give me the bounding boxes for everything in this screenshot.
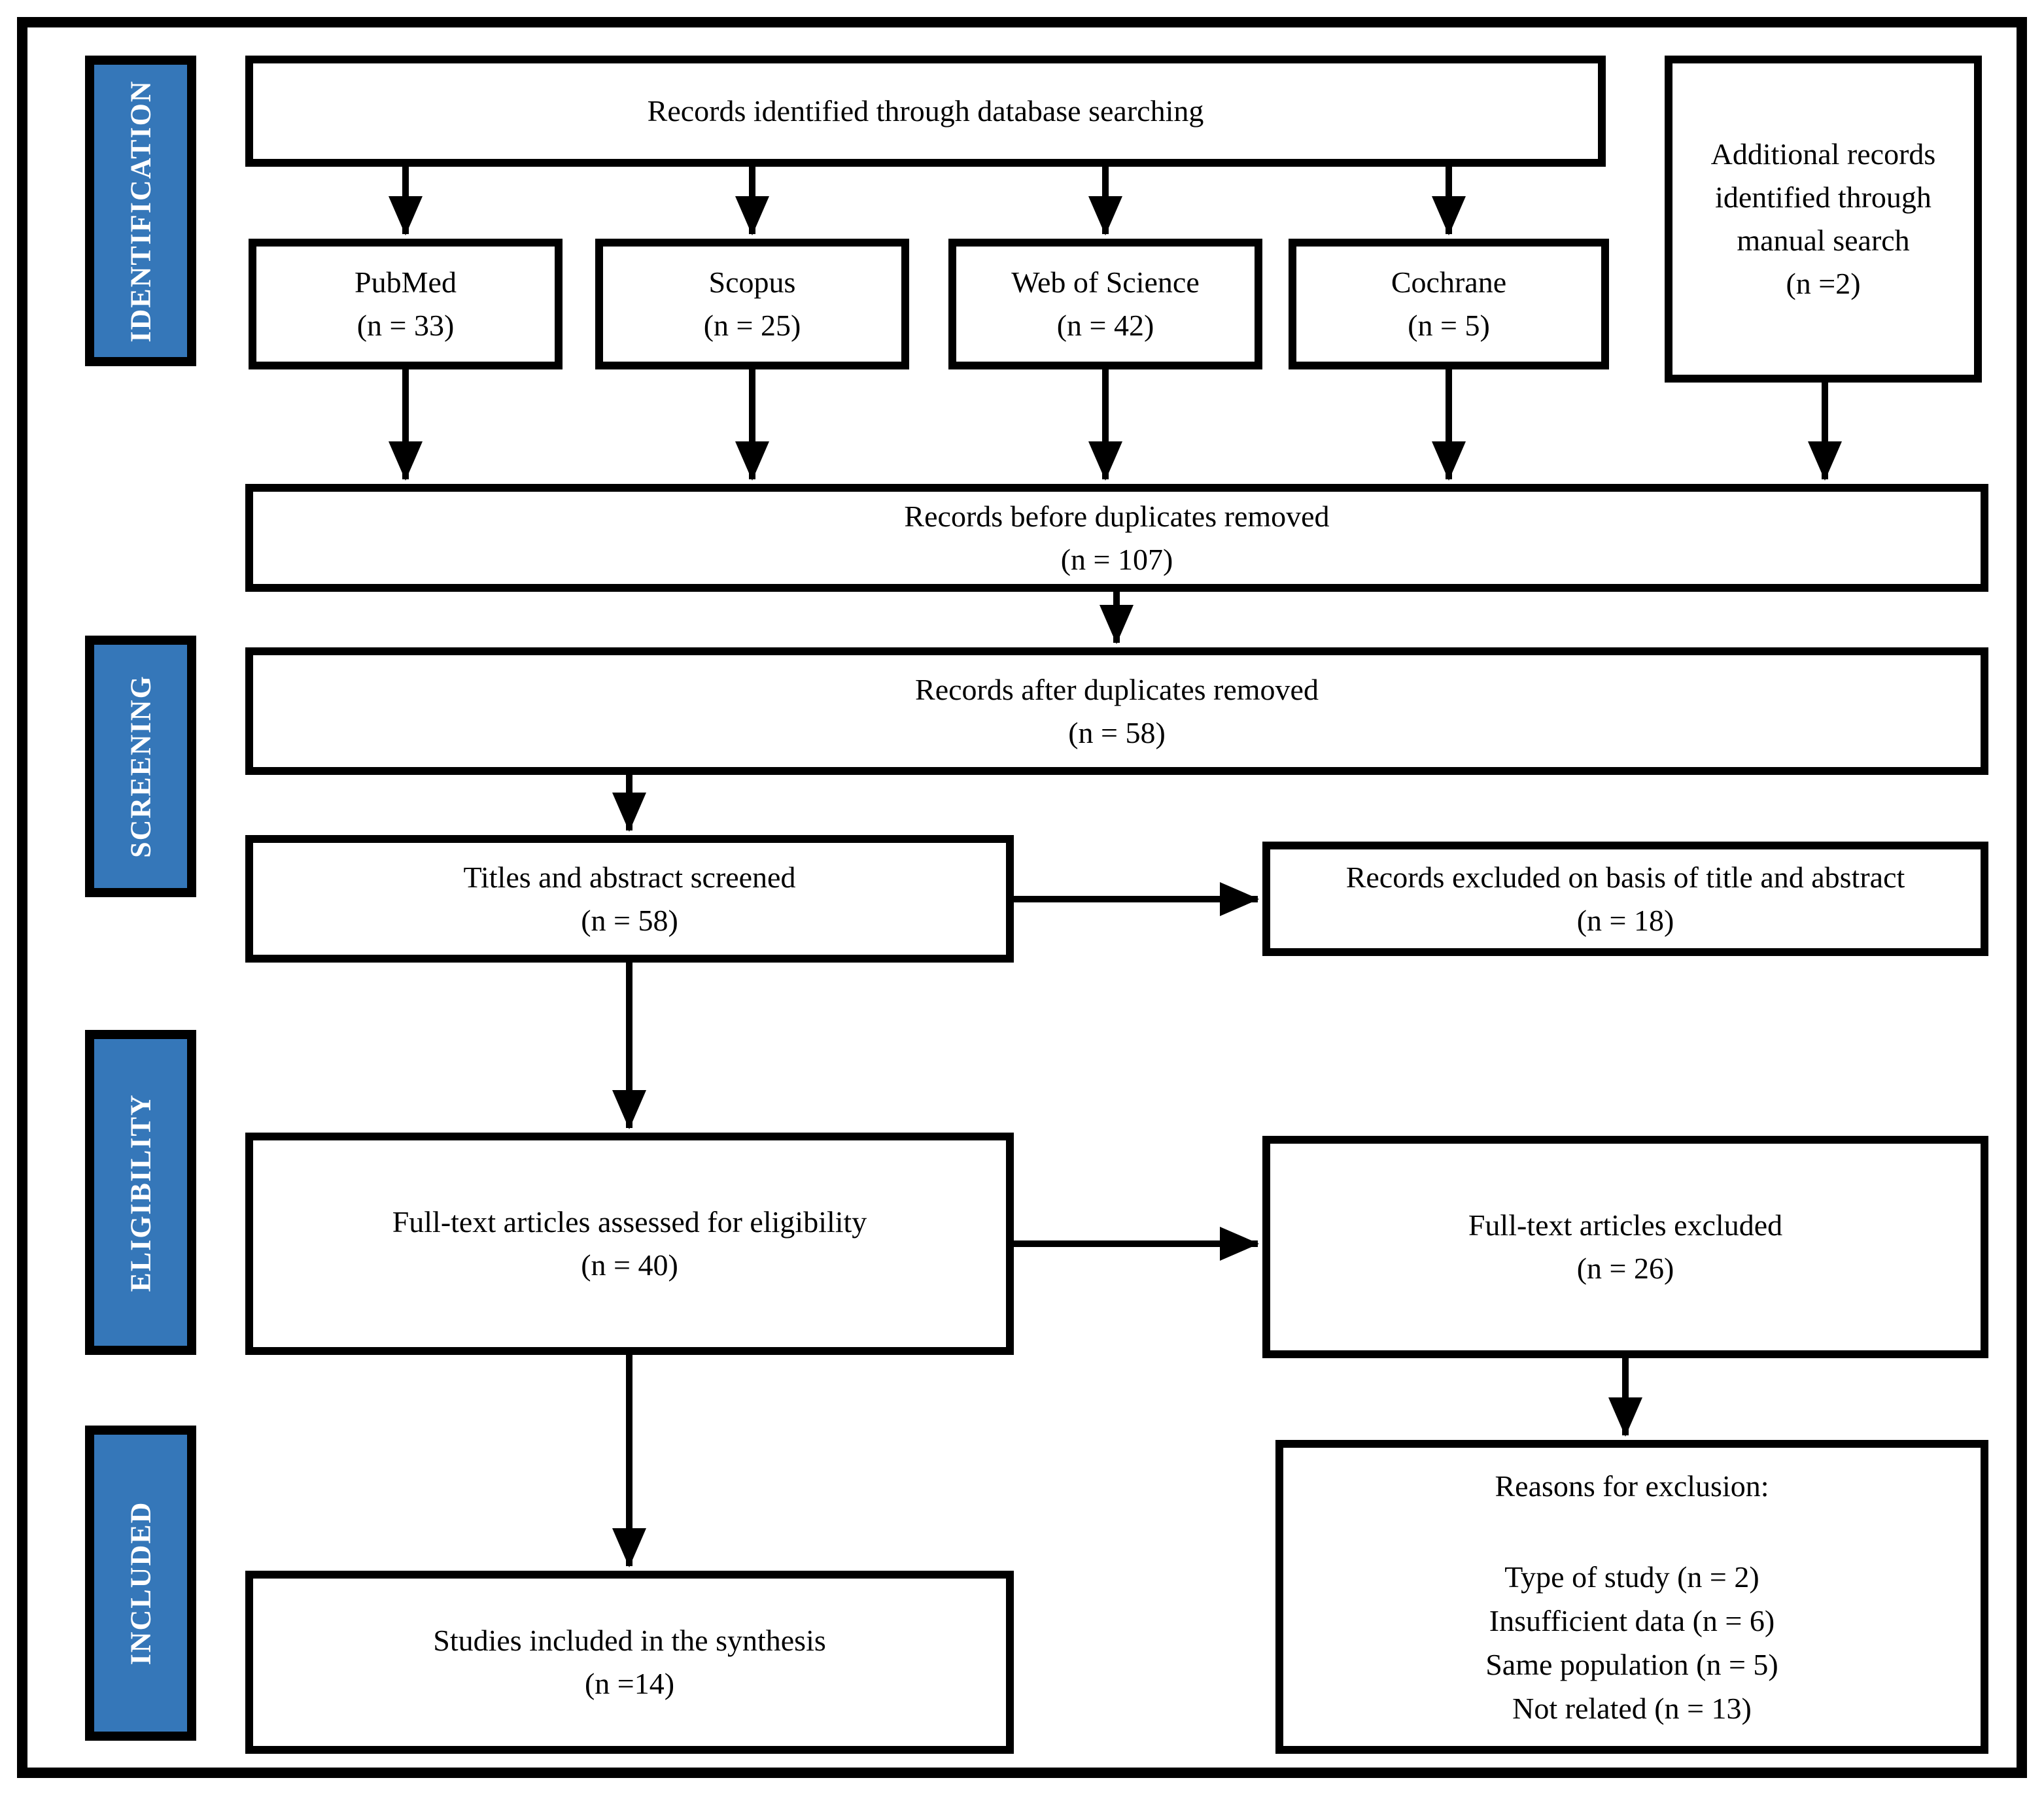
box-additional-records: Additional records identified through ma… xyxy=(1665,56,1982,383)
box-records-before-duplicates-count: (n = 107) xyxy=(1060,542,1173,576)
box-web-of-science: Web of Science (n = 42) xyxy=(948,239,1262,369)
box-records-before-duplicates-label: Records before duplicates removed xyxy=(904,499,1330,533)
box-cochrane: Cochrane (n = 5) xyxy=(1289,239,1609,369)
box-titles-abstract-screened: Titles and abstract screened (n = 58) xyxy=(245,835,1014,963)
box-reasons-item-4: Not related (n = 13) xyxy=(1512,1691,1752,1725)
box-fulltext-assessed: Full-text articles assessed for eligibil… xyxy=(245,1133,1014,1355)
box-additional-records-line3: manual search xyxy=(1737,224,1910,257)
box-records-excluded: Records excluded on basis of title and a… xyxy=(1262,842,1988,956)
stage-identification-label: IDENTIFICATION xyxy=(124,79,157,343)
stage-identification: IDENTIFICATION xyxy=(85,56,196,366)
box-reasons-title: Reasons for exclusion: xyxy=(1495,1469,1769,1503)
box-pubmed: PubMed (n = 33) xyxy=(249,239,563,369)
box-fulltext-excluded-count: (n = 26) xyxy=(1576,1252,1674,1285)
box-scopus: Scopus (n = 25) xyxy=(595,239,909,369)
box-fulltext-excluded: Full-text articles excluded (n = 26) xyxy=(1262,1136,1988,1358)
box-studies-included-label: Studies included in the synthesis xyxy=(433,1624,826,1657)
box-records-excluded-count: (n = 18) xyxy=(1576,903,1674,937)
stage-eligibility: ELIGIBILITY xyxy=(85,1030,196,1355)
box-scopus-label: Scopus xyxy=(708,265,796,299)
stage-screening: SCREENING xyxy=(85,636,196,897)
box-reasons-for-exclusion: Reasons for exclusion: Type of study (n … xyxy=(1275,1440,1988,1754)
box-additional-records-count: (n =2) xyxy=(1786,267,1861,300)
box-records-after-duplicates-label: Records after duplicates removed xyxy=(915,672,1319,706)
box-reasons-item-3: Same population (n = 5) xyxy=(1485,1647,1778,1681)
box-pubmed-label: PubMed xyxy=(355,265,457,299)
box-titles-abstract-screened-label: Titles and abstract screened xyxy=(463,860,796,894)
box-cochrane-count: (n = 5) xyxy=(1408,309,1490,342)
box-fulltext-assessed-count: (n = 40) xyxy=(581,1248,678,1282)
stage-included-label: INCLUDED xyxy=(124,1501,157,1666)
box-database-search: Records identified through database sear… xyxy=(245,56,1606,167)
box-fulltext-excluded-label: Full-text articles excluded xyxy=(1468,1208,1783,1242)
outer-frame xyxy=(17,17,2027,1778)
box-database-search-label: Records identified through database sear… xyxy=(647,94,1204,128)
box-titles-abstract-screened-count: (n = 58) xyxy=(581,903,678,937)
box-records-before-duplicates: Records before duplicates removed (n = 1… xyxy=(245,484,1988,592)
box-records-after-duplicates: Records after duplicates removed (n = 58… xyxy=(245,647,1988,775)
box-records-excluded-label: Records excluded on basis of title and a… xyxy=(1345,860,1905,894)
box-studies-included-count: (n =14) xyxy=(584,1667,675,1700)
stage-screening-label: SCREENING xyxy=(124,675,157,858)
box-scopus-count: (n = 25) xyxy=(703,309,801,342)
box-reasons-item-1: Type of study (n = 2) xyxy=(1504,1560,1759,1594)
box-records-after-duplicates-count: (n = 58) xyxy=(1068,715,1166,749)
stage-included: INCLUDED xyxy=(85,1426,196,1741)
box-studies-included: Studies included in the synthesis (n =14… xyxy=(245,1571,1014,1754)
box-fulltext-assessed-label: Full-text articles assessed for eligibil… xyxy=(392,1205,867,1239)
box-pubmed-count: (n = 33) xyxy=(356,309,455,342)
box-cochrane-label: Cochrane xyxy=(1391,265,1507,299)
box-additional-records-line2: identified through xyxy=(1715,180,1931,214)
box-additional-records-line1: Additional records xyxy=(1710,137,1936,171)
stage-eligibility-label: ELIGIBILITY xyxy=(124,1093,157,1292)
box-reasons-item-2: Insufficient data (n = 6) xyxy=(1489,1603,1775,1637)
box-web-of-science-count: (n = 42) xyxy=(1056,309,1154,342)
box-web-of-science-label: Web of Science xyxy=(1011,265,1200,299)
